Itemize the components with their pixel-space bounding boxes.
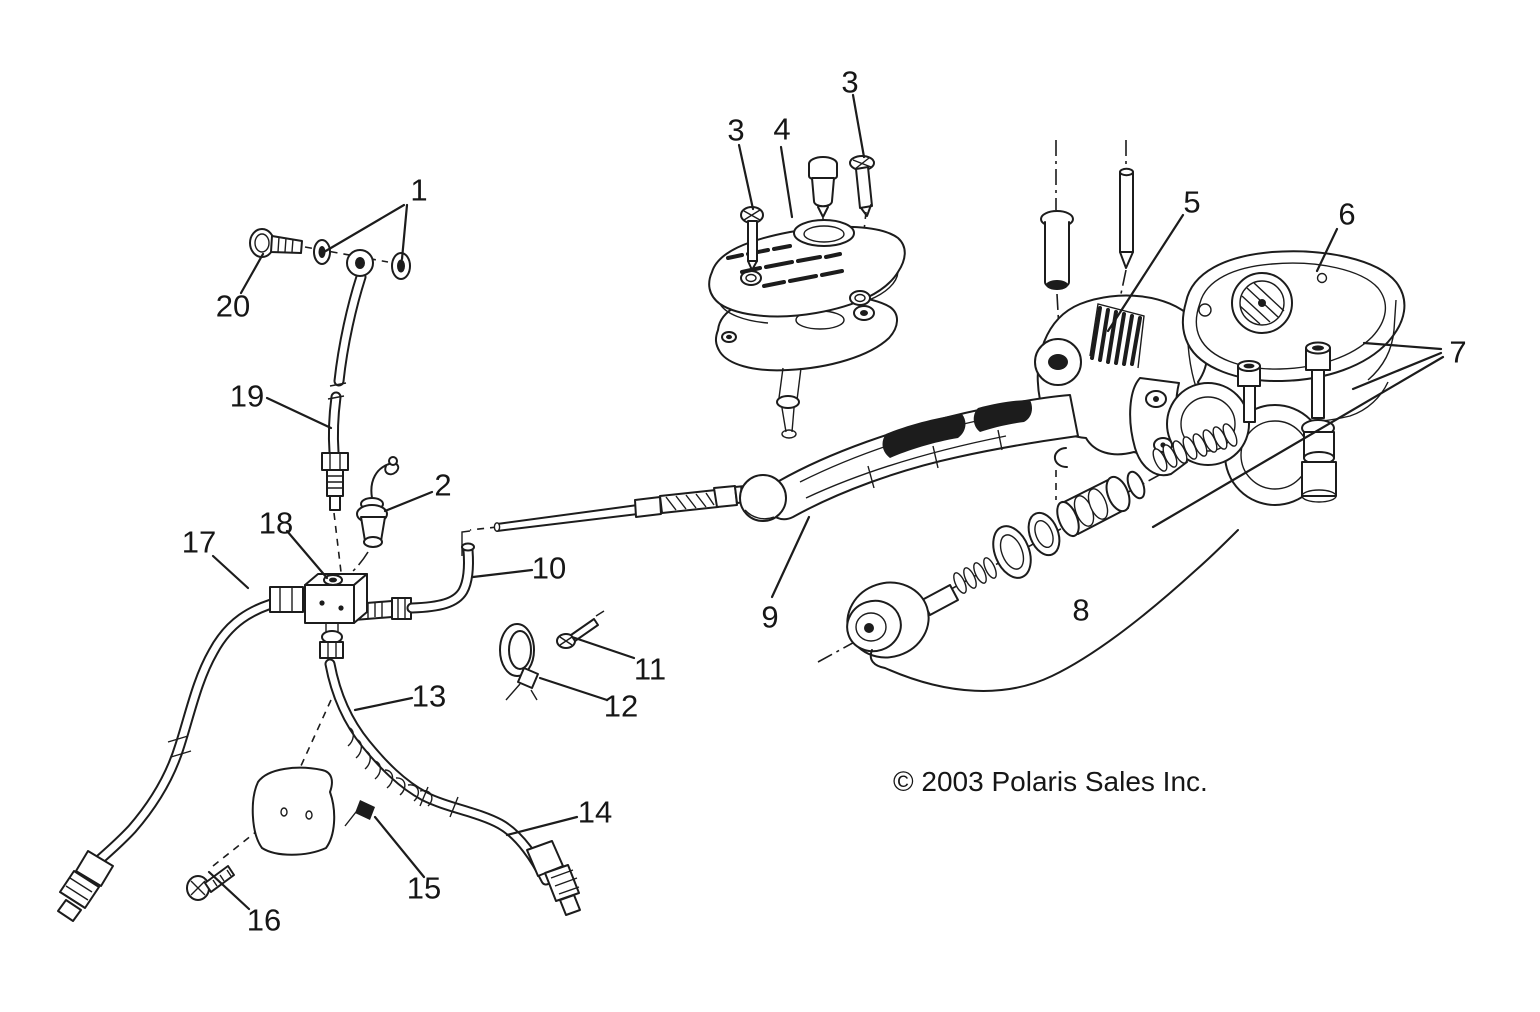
clamp-bolt-7-right <box>1301 341 1337 503</box>
callout-12-label: 12 <box>604 689 638 724</box>
callout-9-label: 9 <box>761 600 778 635</box>
callout-6-label: 6 <box>1338 197 1355 232</box>
callout-1-leader-0 <box>322 203 406 254</box>
callout-10-label: 10 <box>532 551 566 586</box>
callout-14-leader-0 <box>505 815 579 837</box>
callout-6-leader-0 <box>1315 227 1339 273</box>
callout-11-leader-0 <box>570 635 636 660</box>
clamp-bolt-7-left <box>1237 360 1261 423</box>
callout-4-label: 4 <box>773 112 790 147</box>
bore-spring <box>1152 423 1238 472</box>
pad-screw-16 <box>186 865 235 901</box>
callout-3a-leader-0 <box>737 143 755 211</box>
callout-20-leader-0 <box>239 252 265 295</box>
piston-assembly-group <box>846 470 1239 692</box>
callout-10-leader-0 <box>471 568 534 579</box>
callout-4-leader-0 <box>779 145 794 219</box>
callout-1-label: 1 <box>410 173 427 208</box>
cover-screw-3-left <box>740 206 764 271</box>
junction-block-group <box>269 542 475 659</box>
callout-15-leader-0 <box>373 815 426 879</box>
callout-7-leader-0 <box>1362 341 1443 351</box>
callout-11-label: 11 <box>634 652 666 687</box>
callout-18-label: 18 <box>259 506 293 541</box>
clamp-screw-11 <box>556 610 605 649</box>
pivot-hardware <box>1040 167 1134 469</box>
callout-9-leader-0 <box>770 515 811 599</box>
reservoir-cover-group <box>708 155 906 439</box>
washer-pair-1 <box>313 239 411 280</box>
mount-pad-group <box>186 766 336 901</box>
cable-clamp-group <box>499 610 605 701</box>
callout-3b-leader-0 <box>851 93 866 159</box>
callout-19-label: 19 <box>230 379 264 414</box>
adjuster-rod <box>461 484 757 556</box>
item-8-brace <box>869 529 1239 692</box>
banjo-bolt-group <box>249 228 411 511</box>
callout-2-leader-0 <box>383 490 434 513</box>
brake-line-17 <box>57 594 292 922</box>
cover-screw-3-right <box>849 155 875 217</box>
brake-line-13-14 <box>324 658 581 916</box>
callout-8-label: 8 <box>1072 593 1089 628</box>
callout-14-label: 14 <box>578 795 612 830</box>
callout-20-label: 20 <box>216 289 250 324</box>
callout-19-leader-0 <box>265 396 333 430</box>
piston-spring-small <box>953 557 997 594</box>
callout-13-label: 13 <box>412 679 446 714</box>
callout-3b-label: 3 <box>841 65 858 100</box>
callout-7-leader-1 <box>1351 351 1443 391</box>
callout-15-label: 15 <box>407 871 441 906</box>
copyright-text: © 2003 Polaris Sales Inc. <box>893 766 1208 797</box>
callout-7-leader-2 <box>1151 355 1445 529</box>
callout-5-label: 5 <box>1183 185 1200 220</box>
callout-16-leader-0 <box>207 870 251 911</box>
callout-13-leader-0 <box>353 696 414 712</box>
banjo-bolt-20 <box>249 228 303 258</box>
callout-2-label: 2 <box>434 468 451 503</box>
callout-17-leader-0 <box>211 554 250 590</box>
callout-16-label: 16 <box>247 903 281 938</box>
callout-3a-label: 3 <box>727 113 744 148</box>
callout-12-leader-0 <box>538 676 609 702</box>
callout-17-label: 17 <box>182 525 216 560</box>
callout-7-label: 7 <box>1449 335 1466 370</box>
spiral-wrap-15 <box>344 727 433 827</box>
callout-1-leader-1 <box>400 203 409 261</box>
callout-5-leader-0 <box>1106 213 1185 333</box>
switch-2 <box>356 456 400 548</box>
callout-18-leader-0 <box>285 529 329 580</box>
filler-plug <box>808 156 838 218</box>
